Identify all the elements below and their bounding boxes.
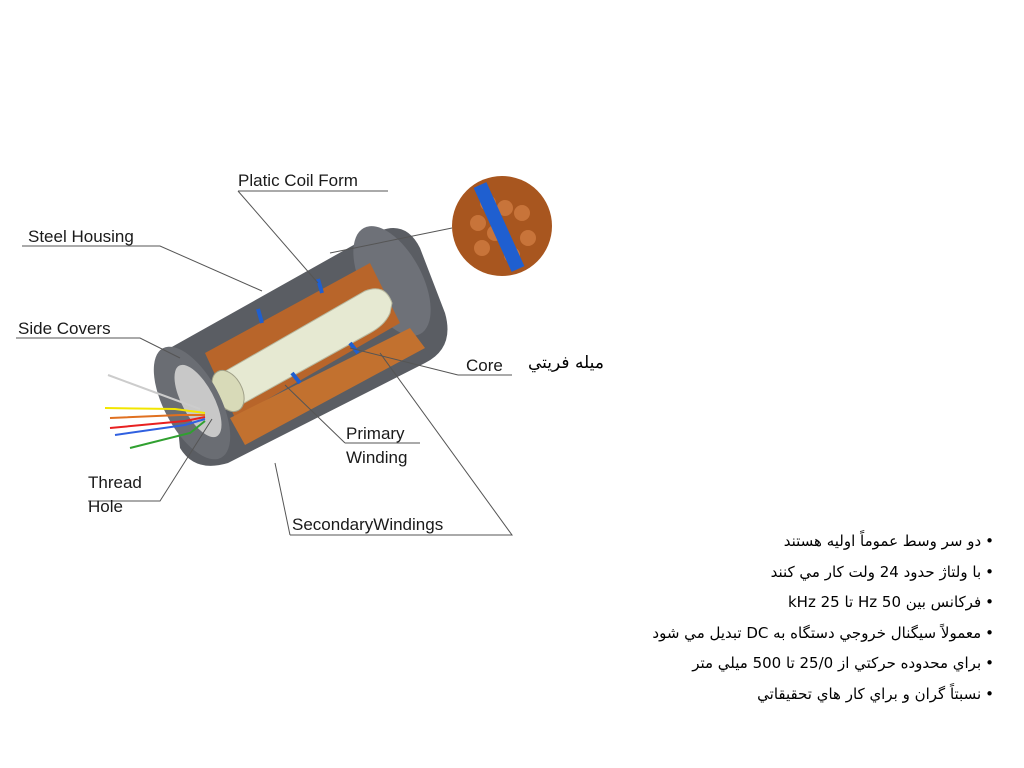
ferrite-rod-label: ميله فريتي [528,353,604,373]
bullet-text: دو سر وسط عموماً اوليه هستند [783,532,982,550]
label-thread-hole-2: Hole [88,497,123,516]
bullet-mark: • [985,593,994,611]
bullet-text: نسبتاً گران و براي كار هاي تحقيقاتي [757,684,982,703]
bullet-item: •دو سر وسط عموماً اوليه هستند [652,526,994,557]
label-steel-housing: Steel Housing [28,227,134,246]
bullet-mark: • [985,623,994,642]
winding-detail-circle [452,176,552,276]
bullet-item: •نسبتاً گران و براي كار هاي تحقيقاتي [652,679,994,710]
bullet-text: براي محدوده حركتي از 25/0 تا 500 ميلي مت… [692,654,982,672]
bullet-text: معمولاً سيگنال خروجي دستگاه به DC تبديل … [652,623,982,642]
label-core: Core [466,356,503,375]
label-thread-hole-1: Thread [88,473,142,492]
bullet-item: •معمولاً سيگنال خروجي دستگاه به DC تبديل… [652,618,994,649]
bullet-item: •براي محدوده حركتي از 25/0 تا 500 ميلي م… [652,648,994,679]
label-side-covers: Side Covers [18,319,111,338]
feature-bullet-list: •دو سر وسط عموماً اوليه هستند •با ولتاژ … [652,526,994,709]
label-secondary-windings: SecondaryWindings [292,515,443,534]
sensor-body [153,226,448,466]
bullet-text: با ولتاژ حدود 24 ولت كار مي كنند [770,562,982,581]
label-primary-winding-1: Primary [346,424,405,443]
bullet-mark: • [985,532,994,550]
diagram-labels: Platic Coil Form Steel Housing Side Cove… [18,171,503,534]
bullet-mark: • [985,562,994,581]
bullet-mark: • [985,684,994,703]
bullet-text: فركانس بين 50 Hz تا 25 kHz [787,593,982,611]
label-primary-winding-2: Winding [346,448,407,467]
bullet-item: •با ولتاژ حدود 24 ولت كار مي كنند [652,557,994,588]
lead-wires [104,374,206,449]
bullet-mark: • [985,654,994,672]
bullet-item: •فركانس بين 50 Hz تا 25 kHz [652,587,994,618]
lvdt-cutaway-diagram: Platic Coil Form Steel Housing Side Cove… [0,163,566,548]
leader-lines [16,190,513,536]
label-plastic-coil-form: Platic Coil Form [238,171,358,190]
